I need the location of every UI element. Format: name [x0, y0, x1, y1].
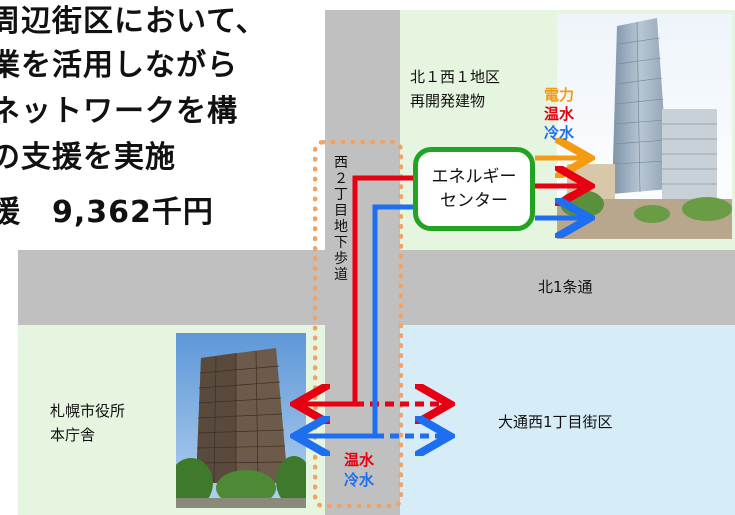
- energy-center-box: エネルギー センター: [413, 147, 535, 231]
- heading-line-2: 業を活用しながら: [0, 48, 238, 83]
- nishi2-underground-label: 西２丁目地下歩道: [334, 155, 348, 283]
- kita1-street-label: 北1条通: [538, 278, 593, 296]
- cold-water-label-bottom: 冷水: [344, 471, 375, 489]
- hot-water-label-bottom: 温水: [344, 451, 375, 469]
- cold-water-label-top: 冷水: [544, 124, 575, 142]
- energy-center-label-line-2: センター: [440, 191, 508, 211]
- city-hall-image: [176, 333, 306, 508]
- energy-center-label-line-1: エネルギー: [431, 167, 517, 187]
- heading-line-1: 周辺街区において、: [0, 4, 267, 39]
- cold-water-pipe: [300, 204, 413, 436]
- power-label: 電力: [544, 86, 575, 104]
- heading-line-4: の支援を実施: [0, 140, 176, 175]
- hot-water-label-top: 温水: [544, 105, 575, 123]
- heading-line-5: 援 9,362千円: [0, 195, 214, 230]
- hot-water-pipe: [300, 175, 413, 404]
- underground-walkway-outline: [313, 140, 403, 508]
- city-hall-label-line-2: 本庁舎: [50, 426, 96, 444]
- odori-block: [400, 325, 735, 515]
- heading-line-3: ネットワークを構: [0, 94, 238, 129]
- kita1nishi1-label-line-2: 再開発建物: [410, 92, 486, 110]
- city-hall-label-line-1: 札幌市役所: [50, 402, 126, 420]
- redevelopment-building-image: [557, 14, 732, 239]
- odori-label: 大通西1丁目街区: [498, 413, 613, 431]
- kita1nishi1-label-line-1: 北１西１地区: [410, 68, 501, 86]
